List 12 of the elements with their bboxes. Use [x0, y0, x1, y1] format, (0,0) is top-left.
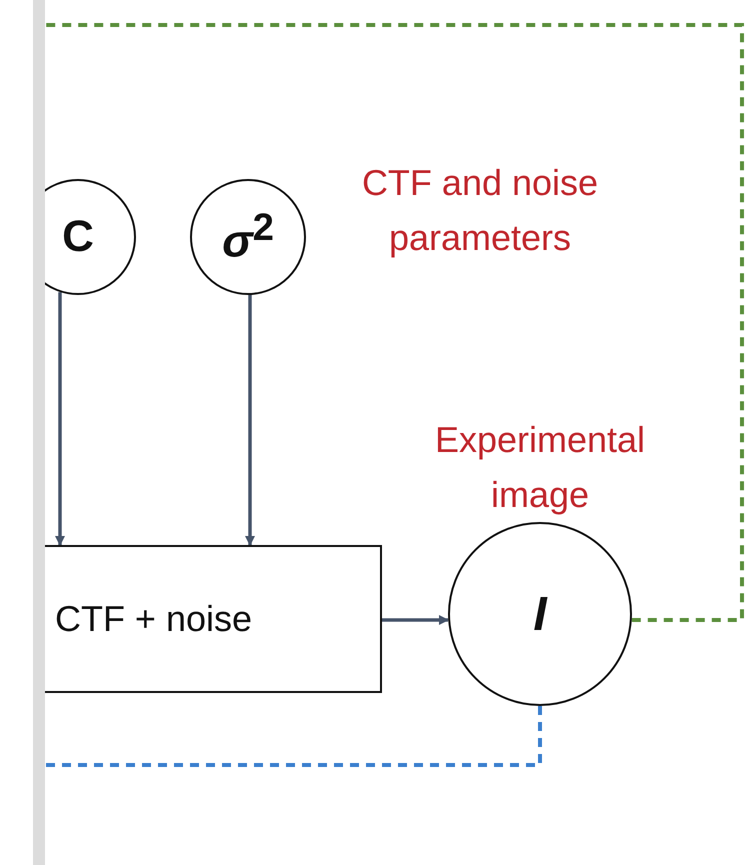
annotation-text: CTF and noise parameters	[360, 161, 600, 260]
node-label: I	[533, 586, 547, 642]
arrow	[55, 292, 65, 546]
arrow	[382, 615, 449, 625]
dashed-connector	[45, 706, 542, 767]
node-caption: Experimental image	[434, 418, 646, 517]
arrow	[245, 295, 255, 546]
node-label: C	[62, 212, 94, 262]
process-box	[45, 545, 382, 693]
node-label: σ$^{2}$	[222, 206, 274, 268]
node-label: CTF + noise	[54, 598, 252, 640]
dashed-connector	[45, 23, 744, 622]
